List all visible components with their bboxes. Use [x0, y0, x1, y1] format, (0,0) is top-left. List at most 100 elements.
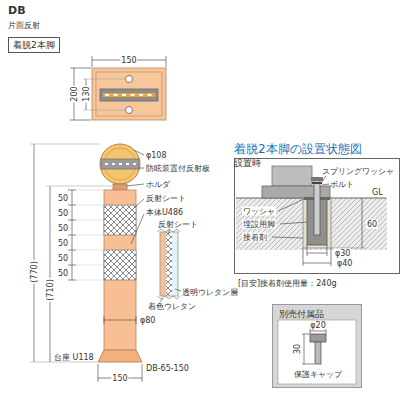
part-label: ワッシャ — [242, 207, 276, 216]
part-label: 透明ウレタン層 — [182, 288, 238, 297]
dimension-line — [307, 253, 327, 254]
dimension-line — [307, 245, 308, 256]
break-line — [157, 229, 180, 232]
part-label: 片面反射 — [8, 21, 40, 30]
part-label: 150 — [111, 374, 128, 383]
extension-line — [76, 220, 103, 221]
dimension-line — [68, 250, 76, 251]
part-label: 反射シート — [158, 220, 198, 229]
part-label: φ20 — [310, 321, 325, 330]
part-label: 50 — [58, 208, 68, 217]
part-label: (710) — [46, 278, 55, 302]
accessory-panel — [278, 320, 356, 384]
dimension-line — [302, 364, 314, 365]
part-label: φ40 — [336, 259, 353, 268]
extension-line — [76, 280, 103, 281]
colored-urethane — [160, 232, 166, 296]
dimension-line — [70, 120, 91, 121]
detail-outline — [160, 232, 178, 296]
dimension-line — [68, 280, 76, 281]
part-label: ボルト — [330, 180, 354, 189]
part-label: 130 — [82, 85, 91, 102]
reflector-dash — [119, 163, 122, 165]
dimension-line — [303, 263, 331, 264]
plate-rim — [96, 72, 162, 116]
dimension-line — [310, 329, 311, 334]
part-label: 反射シート — [146, 194, 186, 203]
dimension-line — [98, 364, 99, 382]
reflector-plate — [92, 68, 166, 120]
dimension-line — [70, 68, 91, 69]
reflect-sheet — [104, 205, 136, 235]
dimension-line — [68, 220, 76, 221]
leader-line — [175, 289, 181, 291]
part-label: 60 — [366, 220, 378, 229]
box-heading: 別売付属品 — [279, 308, 355, 320]
ground — [236, 198, 387, 250]
dimension-line — [303, 248, 304, 266]
extension-line — [83, 79, 125, 80]
box-heading: 着脱2本脚 — [13, 39, 55, 51]
part-label: 接着剤 — [242, 233, 268, 242]
detail-sheet — [166, 232, 172, 296]
dimension-line — [68, 265, 76, 266]
part-label: 50 — [58, 253, 68, 262]
extension-line — [46, 186, 112, 187]
dimension-line — [92, 56, 93, 67]
extension-line — [30, 144, 100, 145]
dimension-line — [310, 331, 326, 332]
cap-head — [310, 334, 326, 342]
extension-line — [83, 110, 125, 111]
part-label: 30 — [293, 343, 302, 355]
leader-line — [322, 184, 329, 185]
part-label: ホルダ — [146, 180, 170, 189]
part-label: (770) — [30, 260, 39, 284]
reflector-dash — [131, 94, 135, 96]
dimension-line — [326, 329, 327, 334]
part-label: 150 — [120, 56, 137, 65]
dimension-line — [104, 316, 105, 324]
extension-line — [76, 235, 103, 236]
reflector-dash — [105, 94, 109, 96]
leader-line — [160, 298, 163, 302]
part-label: 200 — [70, 85, 79, 102]
dimension-line — [34, 144, 35, 362]
label-box: 着脱2本脚 — [8, 37, 60, 53]
base — [98, 350, 142, 362]
cap-stem — [315, 342, 321, 364]
part-label: φ108 — [146, 151, 167, 160]
spring-washer — [312, 182, 322, 184]
reflector-band — [100, 89, 158, 101]
leader-line — [134, 199, 144, 208]
bolt-head — [311, 177, 323, 181]
post-body — [104, 190, 136, 350]
part-label: 着色ウレタン — [148, 302, 196, 311]
dimension-line — [304, 334, 305, 364]
reflector-dash — [126, 163, 129, 165]
accessory-ground — [272, 304, 362, 388]
dimension-line — [327, 245, 328, 256]
dimension-line — [362, 198, 363, 248]
dimension-line — [68, 205, 76, 206]
dimension-line — [104, 320, 136, 321]
break-line — [157, 296, 180, 299]
reflector-dash — [148, 94, 152, 96]
part-label: 50 — [58, 223, 68, 232]
reflector-dash — [114, 94, 118, 96]
extension-line — [76, 205, 103, 206]
dimension-line — [68, 235, 76, 236]
holder — [113, 184, 127, 190]
leader-line — [139, 168, 144, 169]
part-label: 50 — [58, 193, 68, 202]
reflector-band — [101, 159, 139, 169]
part-label: 50 — [58, 268, 68, 277]
leader-line — [134, 150, 144, 155]
extension-line — [76, 265, 103, 266]
part-label: [目安]接着剤使用量：240g — [238, 279, 337, 288]
box-heading: 着脱2本脚の設置状態図 — [234, 141, 400, 157]
dimension-line — [68, 190, 76, 191]
leader-line — [127, 184, 144, 186]
mount-hole — [126, 76, 133, 83]
bolt — [314, 180, 320, 235]
